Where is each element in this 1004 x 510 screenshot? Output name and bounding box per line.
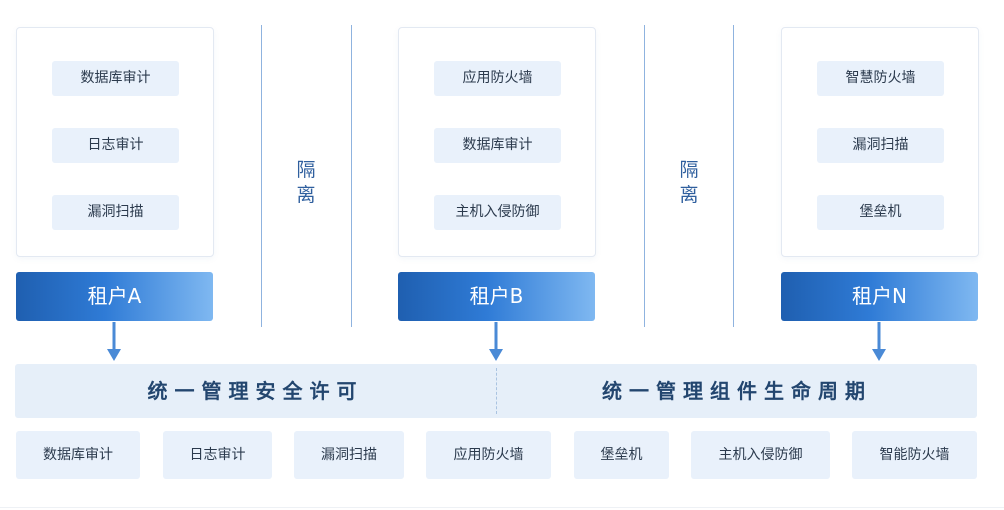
isolation-line-right-2 [733,25,734,327]
component-chip: 智能防火墙 [852,431,977,479]
isolation-char-2: 离 [296,184,316,206]
tenant-a-service-2: 日志审计 [52,128,179,163]
tenant-a-service-3: 漏洞扫描 [52,195,179,230]
isolation-line-left-1 [261,25,262,327]
management-divider [496,368,497,414]
component-chip: 堡垒机 [574,431,669,479]
tenant-n-service-3: 堡垒机 [817,195,944,230]
management-license-label: 统一管理安全许可 [147,379,364,403]
management-lifecycle-label: 统一管理组件生命周期 [602,379,872,403]
isolation-line-left-2 [644,25,645,327]
tenant-b-service-2: 数据库审计 [434,128,561,163]
tenant-a-service-1: 数据库审计 [52,61,179,96]
tenant-b-panel: 应用防火墙 数据库审计 主机入侵防御 [398,27,596,257]
component-chip: 应用防火墙 [426,431,551,479]
bottom-divider [0,507,1004,508]
component-chip: 漏洞扫描 [294,431,404,479]
tenant-a-panel: 数据库审计 日志审计 漏洞扫描 [16,27,214,257]
isolation-label-1: 隔 离 [294,158,318,208]
tenant-b-label: 租户B [398,272,595,321]
tenant-b-service-1: 应用防火墙 [434,61,561,96]
tenant-n-service-2: 漏洞扫描 [817,128,944,163]
tenant-b-service-3: 主机入侵防御 [434,195,561,230]
isolation-line-right-1 [351,25,352,327]
unified-management-bar: 统一管理安全许可 统一管理组件生命周期 [15,364,977,418]
arrow-down-icon [107,322,121,361]
tenant-a-label: 租户A [16,272,213,321]
isolation-char-1: 隔 [679,159,699,181]
arrow-down-icon [872,322,886,361]
isolation-char-1: 隔 [296,159,316,181]
tenant-n-panel: 智慧防火墙 漏洞扫描 堡垒机 [781,27,979,257]
tenant-n-label: 租户N [781,272,978,321]
component-chip: 主机入侵防御 [691,431,830,479]
component-chip: 日志审计 [163,431,272,479]
arrow-down-icon [489,322,503,361]
isolation-char-2: 离 [679,184,699,206]
isolation-label-2: 隔 离 [677,158,701,208]
tenant-n-service-1: 智慧防火墙 [817,61,944,96]
component-chip: 数据库审计 [16,431,140,479]
